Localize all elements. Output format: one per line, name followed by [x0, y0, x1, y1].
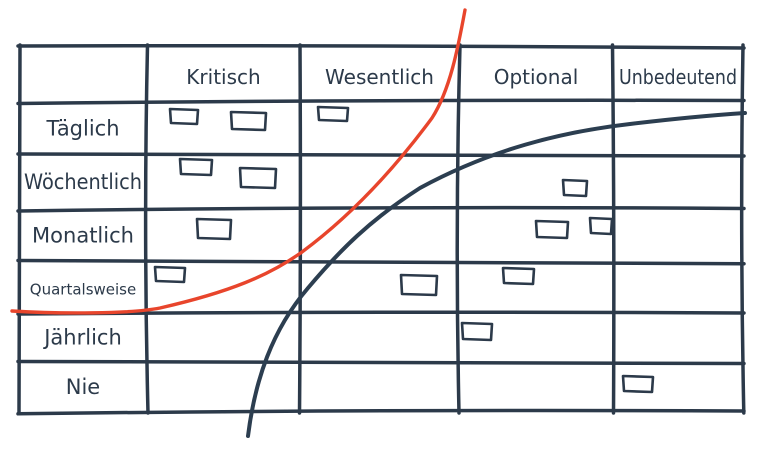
curves-layer: [10, 8, 747, 438]
grid-row-line: [16, 205, 746, 213]
grid-column-line: [455, 43, 462, 415]
grid-column-line: [143, 43, 150, 415]
grid-column-line: [739, 43, 746, 415]
card: [229, 110, 268, 132]
column-header-unbedeutend: Unbedeutend: [619, 65, 737, 89]
card: [153, 265, 187, 284]
column-headers: Kritisch Wesentlich Optional Unbedeutend: [186, 65, 737, 89]
grid-column-line: [610, 43, 616, 415]
card: [501, 266, 536, 286]
row-header-jaehrlich: Jährlich: [42, 326, 122, 350]
card: [621, 374, 655, 394]
column-header-optional: Optional: [494, 65, 579, 89]
row-header-quartalsweise: Quartalsweise: [30, 281, 136, 299]
grid-column-line: [17, 43, 22, 415]
row-header-nie: Nie: [66, 375, 100, 399]
column-header-kritisch: Kritisch: [186, 65, 260, 89]
grid-row-line: [16, 152, 746, 158]
row-header-woechentlich: Wöchentlich: [24, 170, 142, 194]
card: [195, 217, 233, 241]
grid-row-line: [16, 359, 746, 366]
critical-threshold-curve: [10, 8, 467, 315]
cards-layer: [153, 105, 655, 394]
card: [588, 216, 614, 236]
row-headers: TäglichWöchentlichMonatlichQuartalsweise…: [24, 117, 142, 400]
grid-row-line: [16, 98, 746, 106]
card: [460, 321, 494, 342]
grid-row-line: [16, 44, 746, 50]
irrelevance-threshold-curve: [246, 111, 747, 438]
card: [178, 157, 214, 177]
card: [399, 273, 439, 297]
row-header-monatlich: Monatlich: [32, 224, 134, 248]
grid-column-line: [297, 43, 303, 415]
card: [168, 107, 200, 126]
grid-row-line: [16, 408, 746, 416]
card: [316, 105, 350, 123]
card: [238, 166, 278, 190]
column-header-wesentlich: Wesentlich: [325, 65, 434, 89]
card: [534, 219, 570, 240]
row-header-taeglich: Täglich: [45, 117, 119, 141]
card: [561, 178, 589, 198]
grid-row-line: [16, 258, 746, 266]
